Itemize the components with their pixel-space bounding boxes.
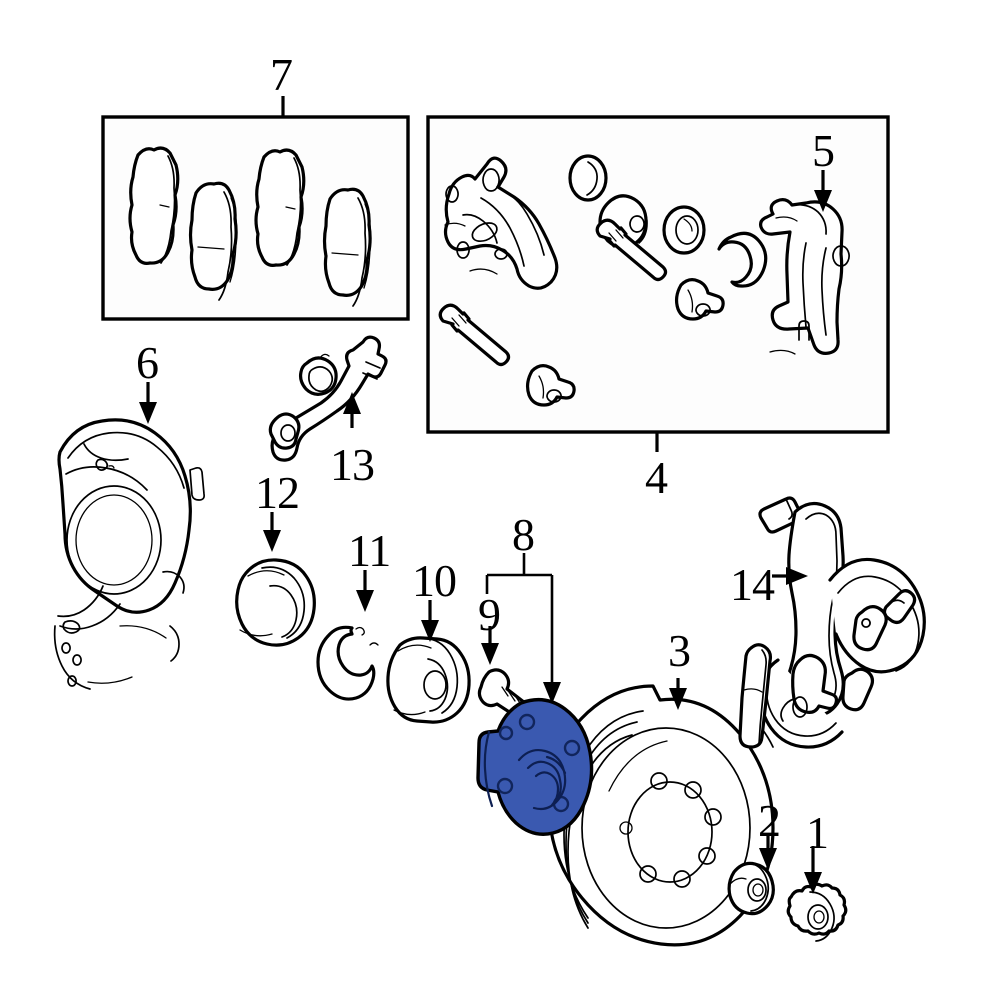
callout-5-leader bbox=[814, 170, 832, 212]
caliper-mounting-bracket[interactable] bbox=[759, 198, 850, 355]
callout-label-3[interactable]: 3 bbox=[668, 625, 691, 676]
callout-14-leader bbox=[772, 567, 808, 585]
callout-2-leader bbox=[759, 836, 777, 870]
piston-seal-ring[interactable] bbox=[568, 154, 608, 202]
callout-label-7[interactable]: 7 bbox=[270, 49, 293, 100]
callout-label-14[interactable]: 14 bbox=[730, 559, 775, 610]
callout-label-4[interactable]: 4 bbox=[645, 452, 668, 503]
callout-label-8[interactable]: 8 bbox=[512, 509, 535, 560]
callout-12-leader bbox=[263, 512, 281, 552]
callout-label-13[interactable]: 13 bbox=[330, 439, 375, 490]
callout-label-10[interactable]: 10 bbox=[412, 555, 457, 606]
caliper-slide-pin-upper[interactable] bbox=[595, 218, 668, 282]
piston-dust-seal[interactable] bbox=[662, 205, 706, 255]
brake-dust-shield[interactable] bbox=[53, 418, 205, 690]
callout-10-leader bbox=[421, 600, 439, 642]
bearing-oil-seal[interactable] bbox=[235, 558, 316, 647]
brake-pad-1[interactable] bbox=[128, 146, 180, 265]
brake-pad-3[interactable] bbox=[254, 148, 306, 267]
callout-label-6[interactable]: 6 bbox=[136, 337, 159, 388]
callout-label-9[interactable]: 9 bbox=[478, 589, 501, 640]
callout-6-leader bbox=[139, 382, 157, 424]
callout-13-leader bbox=[343, 392, 361, 428]
wheel-bearing[interactable] bbox=[386, 636, 471, 724]
callout-1-leader bbox=[804, 846, 822, 894]
callout-8-leader bbox=[485, 553, 561, 704]
hub-bolt[interactable] bbox=[727, 861, 775, 916]
slide-pin-boot-upper[interactable] bbox=[674, 278, 725, 321]
brake-hydraulic-hose[interactable] bbox=[268, 335, 388, 462]
wheel-hub-assembly[interactable] bbox=[476, 697, 594, 836]
callout-label-12[interactable]: 12 bbox=[255, 467, 300, 518]
slide-pin-boot-lower[interactable] bbox=[525, 364, 576, 407]
callout-11-leader bbox=[356, 570, 374, 612]
callout-label-2[interactable]: 2 bbox=[758, 795, 781, 846]
caliper-slide-pin-lower[interactable] bbox=[438, 303, 511, 367]
abs-wheel-speed-sensor[interactable] bbox=[738, 496, 926, 749]
callout-9-leader bbox=[481, 626, 499, 665]
brake-pad-4[interactable] bbox=[322, 187, 372, 307]
callout-3-leader bbox=[669, 678, 687, 710]
wheel-lug-nut[interactable] bbox=[786, 882, 848, 942]
retaining-snap-ring[interactable] bbox=[717, 231, 768, 288]
callout-label-5[interactable]: 5 bbox=[812, 125, 835, 176]
caliper-body[interactable] bbox=[443, 156, 559, 290]
brake-pad-set-group[interactable] bbox=[101, 115, 410, 321]
brake-pad-2[interactable] bbox=[188, 181, 238, 301]
callout-label-1[interactable]: 1 bbox=[806, 807, 829, 858]
callout-label-11[interactable]: 11 bbox=[348, 525, 391, 576]
caliper-assembly-group[interactable] bbox=[426, 115, 890, 434]
bearing-snap-ring[interactable] bbox=[316, 625, 379, 701]
